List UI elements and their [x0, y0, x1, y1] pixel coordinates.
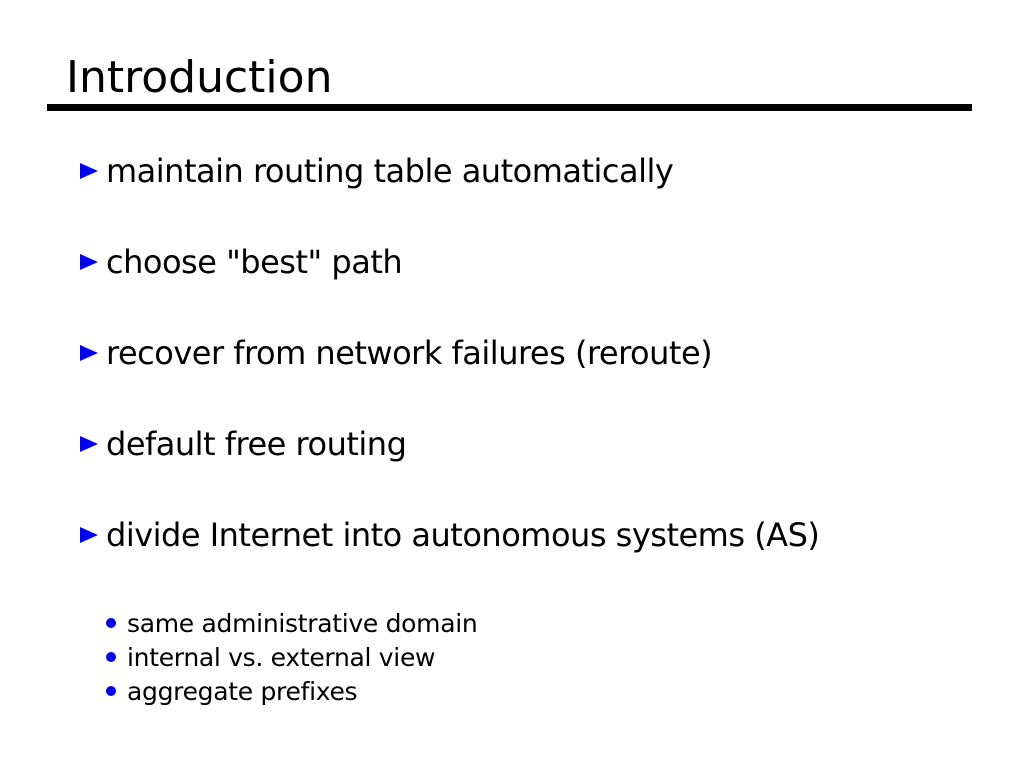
- bullet-label: recover from network failures (reroute): [106, 334, 713, 372]
- sub-bullet-list: same administrative domain internal vs. …: [80, 606, 980, 708]
- bullet-item: choose "best" path: [80, 242, 980, 282]
- triangle-bullet-icon: [80, 436, 98, 452]
- bullet-label: default free routing: [106, 425, 407, 463]
- sub-bullet-label: same administrative domain: [127, 608, 478, 638]
- dot-bullet-icon: [106, 652, 116, 662]
- sub-bullet-label: internal vs. external view: [127, 642, 436, 672]
- dot-bullet-icon: [106, 686, 116, 696]
- bullet-label: divide Internet into autonomous systems …: [106, 516, 820, 554]
- bullet-item: recover from network failures (reroute): [80, 333, 980, 373]
- triangle-bullet-icon: [80, 254, 98, 270]
- triangle-bullet-icon: [80, 163, 98, 179]
- triangle-bullet-icon: [80, 527, 98, 543]
- sub-bullet-label: aggregate prefixes: [127, 676, 358, 706]
- slide-title: Introduction: [66, 52, 333, 103]
- bullet-label: choose "best" path: [106, 243, 403, 281]
- title-rule: [47, 104, 972, 111]
- bullet-label: maintain routing table automatically: [106, 152, 674, 190]
- bullet-item: maintain routing table automatically: [80, 151, 980, 191]
- triangle-bullet-icon: [80, 345, 98, 361]
- sub-bullet-item: internal vs. external view: [80, 640, 980, 674]
- dot-bullet-icon: [106, 618, 116, 628]
- sub-bullet-item: same administrative domain: [80, 606, 980, 640]
- bullet-item: divide Internet into autonomous systems …: [80, 515, 980, 555]
- bullet-list: maintain routing table automatically cho…: [80, 151, 980, 708]
- bullet-item: default free routing: [80, 424, 980, 464]
- sub-bullet-item: aggregate prefixes: [80, 674, 980, 708]
